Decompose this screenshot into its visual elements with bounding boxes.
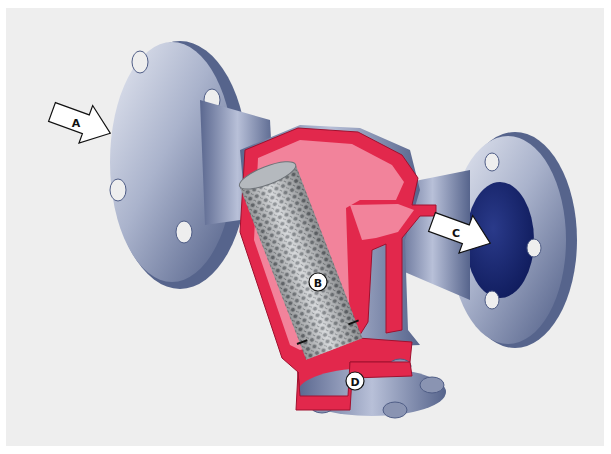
- bolt-hole: [132, 51, 148, 73]
- callout-letter: B: [314, 277, 322, 288]
- screen-mesh: [240, 165, 363, 360]
- callout-letter: C: [452, 227, 460, 238]
- cap-bolt: [420, 377, 444, 393]
- bolt-hole: [176, 221, 192, 243]
- callout-circle: [346, 372, 364, 390]
- callout-letter: D: [350, 376, 359, 387]
- callout-letter: A: [72, 117, 81, 128]
- callout-circle: [309, 273, 327, 291]
- cap-cut-section: [296, 362, 412, 410]
- cap-bolt: [383, 402, 407, 418]
- flow-arrow: [425, 203, 497, 262]
- strainer-screen: [234, 155, 365, 361]
- bolt-hole: [110, 179, 126, 201]
- bolt-hole: [485, 291, 499, 309]
- screen-seat: [297, 340, 307, 344]
- bolt-hole: [485, 153, 499, 171]
- screen-top: [236, 156, 298, 194]
- flow-arrow: [45, 93, 117, 152]
- outlet-passage: [350, 204, 414, 240]
- bolt-hole: [527, 239, 541, 257]
- background-panel: [6, 8, 604, 446]
- screen-shading: [240, 165, 363, 360]
- screen-seat: [348, 320, 358, 324]
- inlet-arrow: [45, 93, 117, 152]
- outlet-arrow: [425, 203, 497, 262]
